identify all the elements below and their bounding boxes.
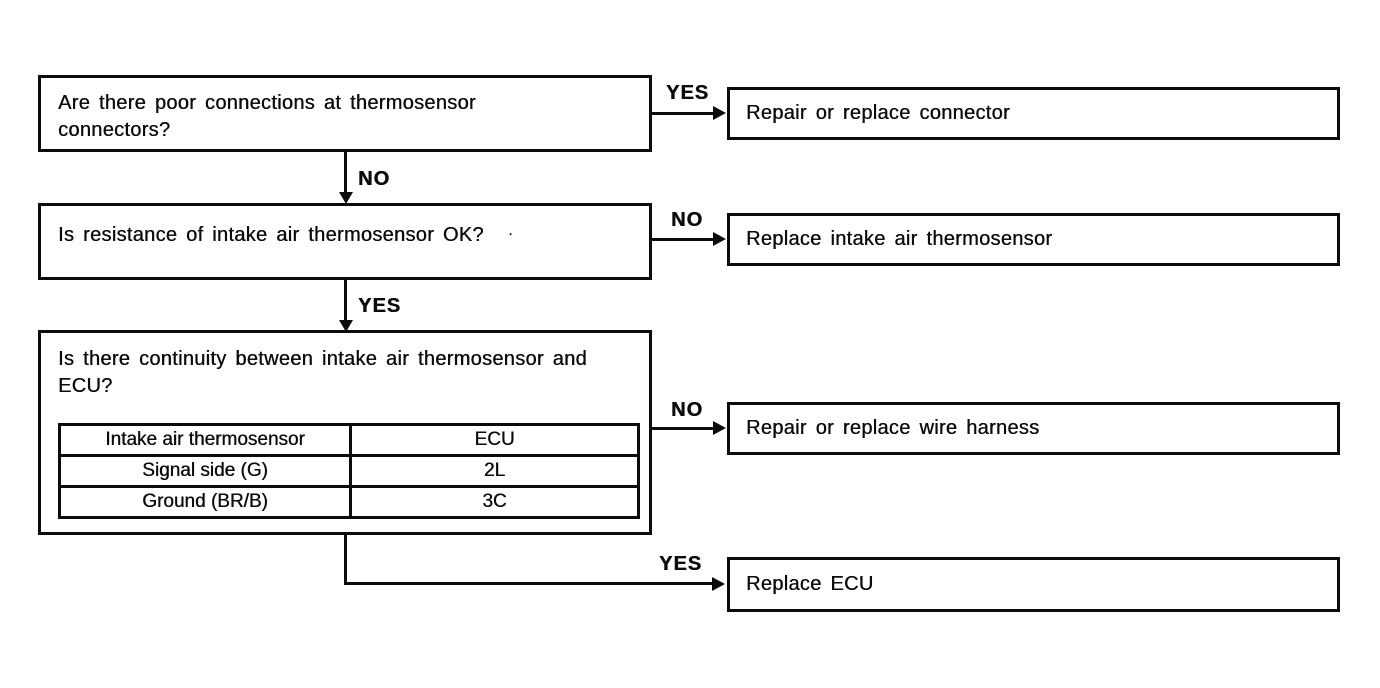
arrowhead-right-icon bbox=[713, 421, 726, 435]
result-2-text: Replace intake air thermosensor bbox=[746, 228, 1053, 250]
arrowhead-down-icon bbox=[339, 192, 353, 204]
branch-label-q2-no: NO bbox=[671, 209, 703, 231]
question-2-text: Is resistance of intake air thermosensor… bbox=[41, 206, 649, 250]
branch-label-q3-yes: YES bbox=[659, 553, 703, 575]
connector-line-q3-down bbox=[344, 533, 347, 585]
question-box-2: Is resistance of intake air thermosensor… bbox=[38, 203, 652, 280]
result-box-1: Repair or replace connector bbox=[727, 87, 1340, 140]
arrowhead-down-icon bbox=[339, 320, 353, 332]
question-3-text: Is there continuity between intake air t… bbox=[58, 348, 587, 397]
connector-line-q1-r1 bbox=[650, 112, 718, 115]
branch-label-q3-no: NO bbox=[671, 399, 703, 421]
result-4-text: Replace ECU bbox=[746, 573, 874, 595]
table-cell-ground: Ground (BR/B) bbox=[61, 488, 352, 516]
branch-label-q1-yes: YES bbox=[666, 82, 710, 104]
connector-line-q3-r3 bbox=[650, 427, 718, 430]
result-box-3: Repair or replace wire harness bbox=[727, 402, 1340, 455]
result-box-4: Replace ECU bbox=[727, 557, 1340, 612]
branch-label-q1-no: NO bbox=[358, 168, 390, 190]
continuity-table: Intake air thermosensor ECU Signal side … bbox=[58, 423, 640, 519]
table-cell-signal-side: Signal side (G) bbox=[61, 457, 352, 485]
question-2-label: Is resistance of intake air thermosensor… bbox=[58, 224, 484, 246]
connector-line-q3-r4 bbox=[344, 582, 716, 585]
connector-line-q1-q2 bbox=[344, 152, 347, 196]
table-cell-3c: 3C bbox=[482, 491, 507, 512]
branch-label-q2-yes: YES bbox=[358, 295, 402, 317]
arrowhead-right-icon bbox=[713, 232, 726, 246]
table-header-ecu: ECU bbox=[474, 429, 515, 450]
question-1-text: Are there poor connections at thermosens… bbox=[58, 92, 476, 141]
table-header-row: Intake air thermosensor ECU bbox=[61, 426, 637, 454]
footnote-mark: · bbox=[507, 225, 514, 242]
table-header-thermosensor: Intake air thermosensor bbox=[61, 426, 352, 454]
result-box-2: Replace intake air thermosensor bbox=[727, 213, 1340, 266]
result-1-text: Repair or replace connector bbox=[746, 102, 1010, 124]
arrowhead-right-icon bbox=[712, 577, 725, 591]
result-3-text: Repair or replace wire harness bbox=[746, 417, 1040, 439]
connector-line-q2-q3 bbox=[344, 280, 347, 324]
table-row: Ground (BR/B) 3C bbox=[61, 485, 637, 516]
table-row: Signal side (G) 2L bbox=[61, 454, 637, 485]
arrowhead-right-icon bbox=[713, 106, 726, 120]
connector-line-q2-r2 bbox=[650, 238, 718, 241]
table-cell-2l: 2L bbox=[483, 460, 506, 481]
question-box-3: Is there continuity between intake air t… bbox=[38, 330, 652, 535]
question-box-1: Are there poor connections at thermosens… bbox=[38, 75, 652, 152]
